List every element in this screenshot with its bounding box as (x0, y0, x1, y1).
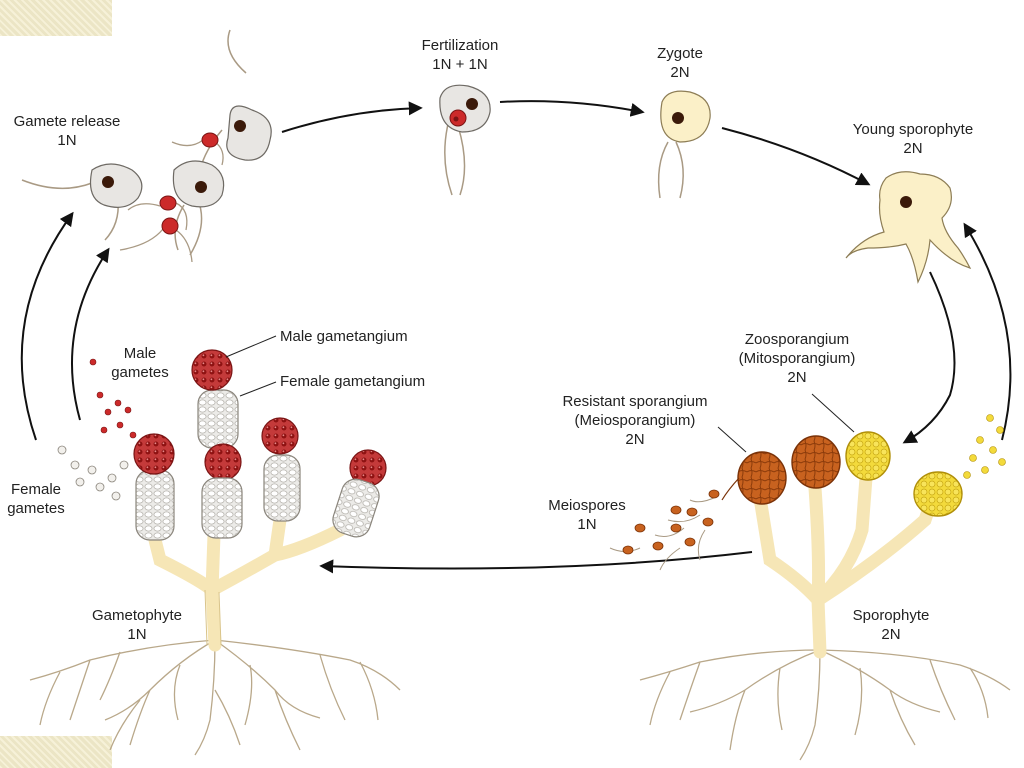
male-gametes-line2: gametes (111, 364, 169, 381)
young-sporophyte-ploidy: 2N (903, 140, 923, 157)
sporophyte (639, 393, 1011, 761)
zoosporangium-ploidy: 2N (787, 369, 807, 386)
male-gamete-specks (89, 358, 137, 439)
resistant-sporangium-title: Resistant sporangium (562, 393, 708, 410)
female-gametes-label: Female gametes (0, 480, 72, 518)
gamete-cluster (21, 29, 272, 263)
zygote-cell (657, 90, 711, 199)
fertilization-cell (439, 84, 491, 196)
male-gametes-label: Male gametes (100, 344, 180, 382)
female-gametes-line1: Female (10, 481, 62, 498)
corner-decoration-bottom (0, 736, 112, 768)
female-gametangium-label: Female gametangium (280, 373, 426, 390)
gametophyte-title: Gametophyte (91, 607, 183, 624)
gamete-release-ploidy: 1N (57, 132, 77, 149)
resistant-sporangium-alt: (Meiosporangium) (574, 412, 696, 429)
young-sporophyte-title: Young sporophyte (852, 121, 974, 138)
meiospores-label: Meiospores 1N (532, 496, 642, 534)
fertilization-ploidy: 1N + 1N (432, 56, 488, 73)
zygote-label: Zygote 2N (640, 44, 720, 82)
zoospore-specks (963, 414, 1006, 479)
fertilization-title: Fertilization (421, 37, 499, 54)
corner-decoration-top (0, 0, 112, 36)
sporophyte-ploidy: 2N (881, 626, 901, 643)
gametophyte (29, 335, 401, 756)
meiospore-specks (609, 489, 720, 571)
gamete-release-label: Gamete release 1N (0, 112, 134, 150)
male-gametangium-label: Male gametangium (280, 328, 408, 345)
resistant-sporangium-label: Resistant sporangium (Meiosporangium) 2N (540, 392, 730, 449)
female-gametes-line2: gametes (7, 500, 65, 517)
resistant-sporangium-ploidy: 2N (625, 431, 645, 448)
sporophyte-label: Sporophyte 2N (836, 606, 946, 644)
female-gamete-specks (57, 445, 129, 501)
male-gametes-line1: Male (123, 345, 157, 362)
sporophyte-title: Sporophyte (852, 607, 930, 624)
zoosporangium-label: Zoosporangium (Mitosporangium) 2N (722, 330, 872, 387)
meiospores-ploidy: 1N (577, 516, 597, 533)
zygote-ploidy: 2N (670, 64, 690, 81)
gamete-release-title: Gamete release (13, 113, 121, 130)
young-sporophyte-cell (845, 171, 972, 284)
gametophyte-label: Gametophyte 1N (72, 606, 202, 644)
zoosporangium-title: Zoosporangium (744, 331, 850, 348)
fertilization-label: Fertilization 1N + 1N (400, 36, 520, 74)
young-sporophyte-label: Young sporophyte 2N (828, 120, 998, 158)
meiospores-title: Meiospores (548, 497, 626, 514)
gametophyte-ploidy: 1N (127, 626, 147, 643)
zygote-title: Zygote (657, 45, 703, 62)
zoosporangium-alt: (Mitosporangium) (738, 350, 856, 367)
